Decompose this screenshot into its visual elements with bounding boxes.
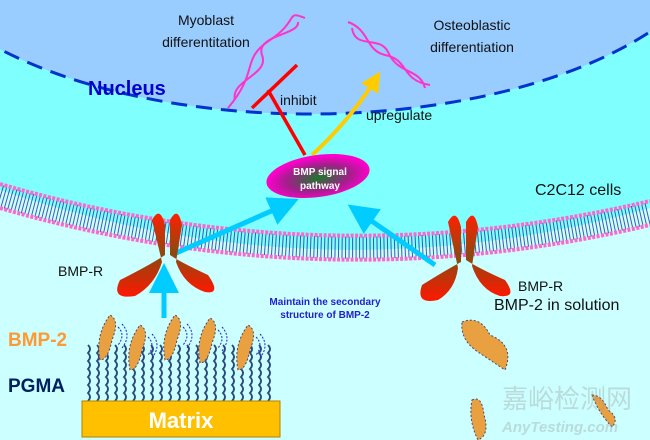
pgma-chain <box>266 344 271 402</box>
bmp2-protein <box>98 314 116 361</box>
osteoblast-label-2: differentiation <box>430 39 514 55</box>
myoblast-label-2: differentitation <box>162 34 250 50</box>
bmpr-right-label: BMP-R <box>518 278 563 294</box>
matrix-substrate <box>81 400 281 438</box>
pgma-chain <box>158 344 163 402</box>
bmp2-label: BMP-2 <box>8 330 67 351</box>
pgma-chain <box>230 344 235 402</box>
pgma-chain <box>185 344 190 402</box>
inhibit-arrow <box>250 63 307 156</box>
pgma-chain <box>221 344 226 402</box>
signal-arrow-right <box>347 204 437 268</box>
structure-marks <box>182 323 193 349</box>
nucleus-label: Nucleus <box>88 78 166 100</box>
dna-myoblast-icon <box>227 14 306 109</box>
cells-label: C2C12 cells <box>535 182 621 199</box>
bmp2-protein <box>163 314 181 361</box>
signal-arrow-left <box>174 197 299 256</box>
free-bmp2-proteins <box>461 319 616 440</box>
myoblast-label: Myoblast <box>178 12 234 28</box>
structure-marks <box>217 326 228 352</box>
structure-marks <box>255 333 266 359</box>
pgma-label: PGMA <box>8 376 65 397</box>
pgma-chain <box>248 344 253 402</box>
pgma-chain <box>212 344 217 402</box>
bmp-signal-pathway <box>266 153 370 199</box>
structure-marks <box>117 323 128 349</box>
pgma-chain <box>194 344 199 402</box>
structure-marks <box>147 333 158 359</box>
bmp2-proteins <box>98 314 266 371</box>
maintain-label: Maintain the secondary <box>269 297 381 308</box>
bmp2-solution-label: BMP-2 in solution <box>494 297 619 314</box>
pathway-label: BMP signal <box>293 167 347 178</box>
pgma-chain <box>176 344 181 402</box>
bmp2-protein <box>198 317 216 364</box>
nucleus <box>0 0 650 116</box>
pgma-chain <box>113 344 118 402</box>
pgma-chain <box>95 344 100 402</box>
bmp-receptor-right <box>420 215 511 301</box>
pathway-label-2: pathway <box>300 181 340 192</box>
pgma-chain <box>149 344 154 402</box>
pgma-chain <box>140 344 145 402</box>
upregulate-label: upregulate <box>366 107 432 123</box>
pgma-chain <box>257 344 262 402</box>
osteoblast-label: Osteoblastic <box>433 17 510 33</box>
pgma-chain <box>122 344 127 402</box>
upregulate-arrow <box>310 71 381 157</box>
matrix-label: Matrix <box>149 408 215 433</box>
maintain-label-2: structure of BMP-2 <box>280 310 370 321</box>
inhibit-label: inhibit <box>280 92 317 108</box>
bmp2-protein <box>128 324 146 371</box>
bmp2-protein <box>236 324 254 371</box>
svg-text:AnyTesting.com: AnyTesting.com <box>501 419 618 436</box>
bmpr-left-label: BMP-R <box>58 263 103 279</box>
svg-text:嘉峪检测网: 嘉峪检测网 <box>502 384 632 414</box>
cell-membrane <box>0 182 650 262</box>
dna-osteoblast-icon <box>347 21 431 89</box>
pgma-chain <box>86 344 91 402</box>
watermark: 嘉峪检测网 AnyTesting.com <box>501 384 632 436</box>
